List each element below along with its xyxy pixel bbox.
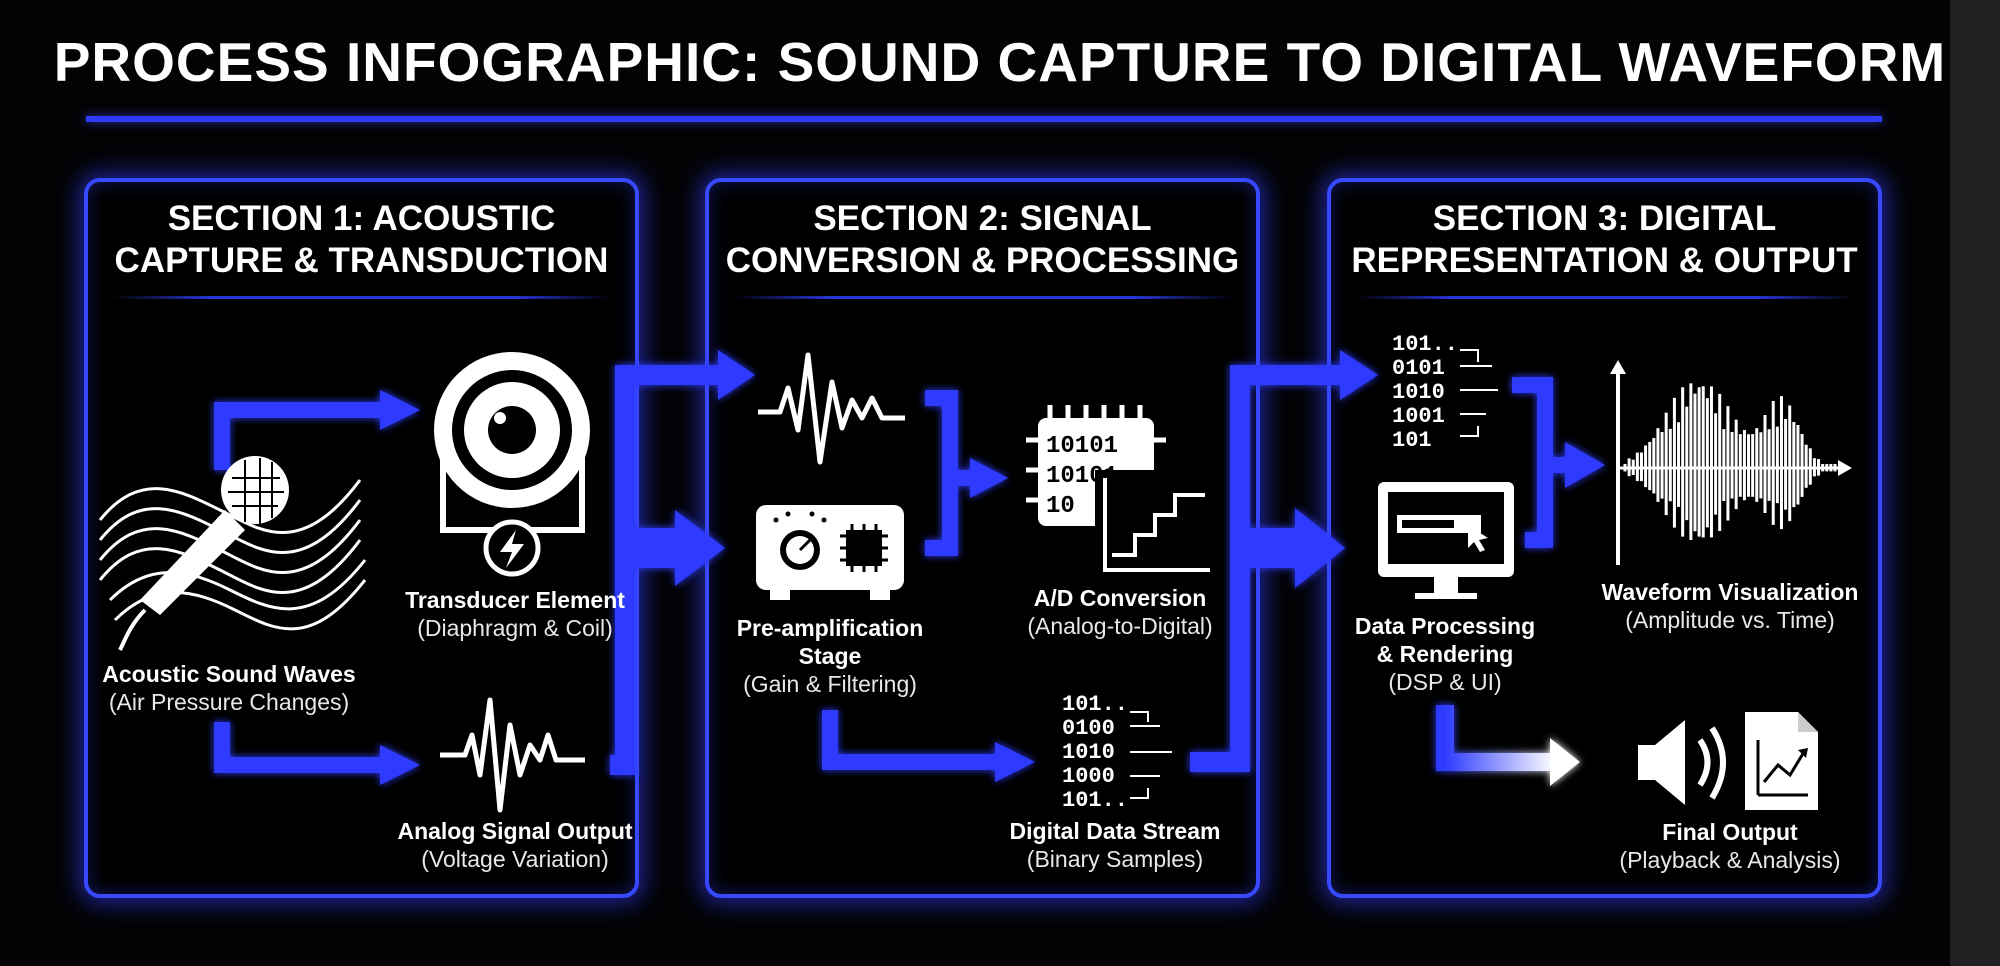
label-analog-signal-output: Analog Signal Output (Voltage Variation) [380,817,650,873]
ad-conversion-title: A/D Conversion [1033,585,1207,611]
microphone-icon [98,456,367,651]
label-ad-conversion: A/D Conversion (Analog-to-Digital) [1000,584,1240,640]
flow-arrow-section2-to-section3 [1190,350,1378,772]
section-2-divider [733,296,1233,299]
transducer-title: Transducer Element [405,587,625,613]
preamp-title-line2: Stage [798,643,862,669]
flow-arrow-preamp-to-adc [925,390,1008,556]
transducer-sub: (Diaphragm & Coil) [417,615,613,641]
section-2-title-line2: CONVERSION & PROCESSING [725,241,1240,280]
preamp-sub: (Gain & Filtering) [743,671,917,697]
section-1-title-line1: SECTION 1: ACOUSTIC [167,199,556,238]
s3-stream-line-3: 1010 [1392,380,1445,405]
data-processing-title-line2: & Rendering [1376,641,1514,667]
waveform-sub: (Amplitude vs. Time) [1625,607,1835,633]
section-1-title-line2: CAPTURE & TRANSDUCTION [114,241,609,280]
binary-stream-icon: 101.. 0100 1010 1000 101.. [1062,692,1172,813]
s3-stream-line-5: 101 [1392,428,1432,453]
flow-arrow-preamp-to-stream [822,710,1035,782]
adc-chip-line-3: 10 [1046,493,1075,520]
flow-arrow-section1-to-section2 [610,350,755,775]
analog-signal-title: Analog Signal Output [397,818,633,844]
label-acoustic-sound-waves: Acoustic Sound Waves (Air Pressure Chang… [84,660,374,716]
section-3-divider [1355,296,1855,299]
speaker-report-icon [1638,712,1818,810]
flow-arrow-waves-to-transducer [214,390,420,470]
label-waveform-visualization: Waveform Visualization (Amplitude vs. Ti… [1590,578,1870,634]
section-3-title-line1: SECTION 3: DIGITAL [1432,199,1777,238]
acoustic-sound-waves-title: Acoustic Sound Waves [102,661,356,687]
analog-signal-sub: (Voltage Variation) [421,846,609,872]
adc-chip-line-1: 10101 [1046,433,1118,460]
section-3-title-line2: REPRESENTATION & OUTPUT [1351,241,1858,280]
speaker-transducer-icon [434,352,590,577]
section-2-title-line1: SECTION 2: SIGNAL [813,199,1152,238]
label-final-output: Final Output (Playback & Analysis) [1600,818,1860,874]
section-3-title: SECTION 3: DIGITAL REPRESENTATION & OUTP… [1327,198,1882,282]
flow-arrow-to-final-output [1436,705,1580,786]
ad-conversion-sub: (Analog-to-Digital) [1027,613,1213,639]
stream-line-5: 101.. [1062,788,1128,813]
data-stream-title: Digital Data Stream [1009,818,1221,844]
preamp-icon [756,505,904,600]
monitor-icon [1378,482,1514,599]
stream-line-1: 101.. [1062,692,1128,717]
label-pre-amplification: Pre-amplification Stage (Gain & Filterin… [720,614,940,698]
adc-chip-icon: 10101 10101 10 [1026,405,1215,575]
label-digital-data-stream: Digital Data Stream (Binary Samples) [990,817,1240,873]
waveform-title: Waveform Visualization [1601,579,1859,605]
right-edge-strip [1950,0,2000,966]
data-processing-sub: (DSP & UI) [1388,669,1502,695]
s3-stream-line-4: 1001 [1392,404,1445,429]
waveform-icon [1610,360,1852,565]
section-2-title: SECTION 2: SIGNAL CONVERSION & PROCESSIN… [705,198,1260,282]
final-output-sub: (Playback & Analysis) [1619,847,1841,873]
data-processing-title-line1: Data Processing [1354,613,1536,639]
label-transducer-element: Transducer Element (Diaphragm & Coil) [380,586,650,642]
binary-stream-icon-section3: 101.. 0101 1010 1001 101 [1392,332,1498,453]
flow-arrow-waves-to-analog [214,722,420,785]
acoustic-sound-waves-sub: (Air Pressure Changes) [108,689,350,715]
s3-stream-line-1: 101.. [1392,332,1458,357]
preamp-title-line1: Pre-amplification [736,615,924,641]
s3-stream-line-2: 0101 [1392,356,1445,381]
stream-line-2: 0100 [1062,716,1115,741]
final-output-title: Final Output [1662,819,1798,845]
section-1-divider [112,296,612,299]
title-underline [86,116,1882,122]
signal-wave-icon [440,697,585,813]
data-stream-sub: (Binary Samples) [1026,846,1204,872]
label-data-processing: Data Processing & Rendering (DSP & UI) [1340,612,1550,696]
stream-line-3: 1010 [1062,740,1115,765]
signal-wave-icon-preamp-input [758,352,905,465]
section-1-title: SECTION 1: ACOUSTIC CAPTURE & TRANSDUCTI… [84,198,639,282]
stream-line-4: 1000 [1062,764,1115,789]
page-title: PROCESS INFOGRAPHIC: SOUND CAPTURE TO DI… [53,31,1947,93]
flow-arrow-to-waveform [1512,377,1605,548]
